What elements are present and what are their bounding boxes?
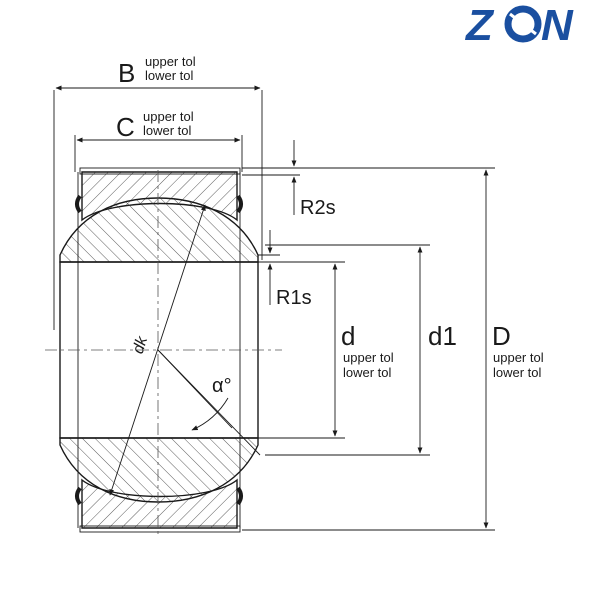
logo-letter-n: N (541, 1, 574, 50)
r1s-label: R1s (276, 287, 312, 309)
c-lower-tol: lower tol (143, 123, 192, 138)
b-dimension: B upper tol lower tol (53, 54, 263, 330)
logo-ring-icon (504, 5, 542, 43)
outer-d-symbol: D (492, 321, 511, 351)
b-lower-tol: lower tol (145, 68, 194, 83)
outer-d-upper-tol: upper tol (493, 350, 544, 365)
b-symbol: B (118, 58, 135, 88)
d-symbol: d (341, 321, 355, 351)
bore-outline (59, 261, 259, 439)
d-upper-tol: upper tol (343, 350, 394, 365)
d-lower-tol: lower tol (343, 365, 392, 380)
logo-letter-z: Z (464, 1, 495, 50)
dk-label: dk (130, 334, 152, 356)
seal-icons (75, 194, 243, 506)
outer-d-lower-tol: lower tol (493, 365, 542, 380)
alpha-arc (191, 397, 229, 431)
alpha-label: α° (212, 375, 232, 397)
d1-label: d1 (428, 321, 457, 351)
r2s-label: R2s (300, 197, 336, 219)
dk-dimension-line (109, 204, 206, 496)
c-dimension: C upper tol lower tol (74, 109, 243, 172)
c-upper-tol: upper tol (143, 109, 194, 124)
angle-ray-2 (157, 349, 233, 429)
brand-logo: Z N (464, 1, 574, 50)
d1-dimension: d1 (265, 244, 457, 456)
c-symbol: C (116, 112, 135, 142)
b-upper-tol: upper tol (145, 54, 196, 69)
r2s-dimension: R2s (242, 140, 336, 219)
outer-d-dimension: D upper tol lower tol (242, 167, 544, 531)
r1s-dimension: R1s (258, 230, 312, 309)
d-dimension: d upper tol lower tol (258, 261, 394, 439)
